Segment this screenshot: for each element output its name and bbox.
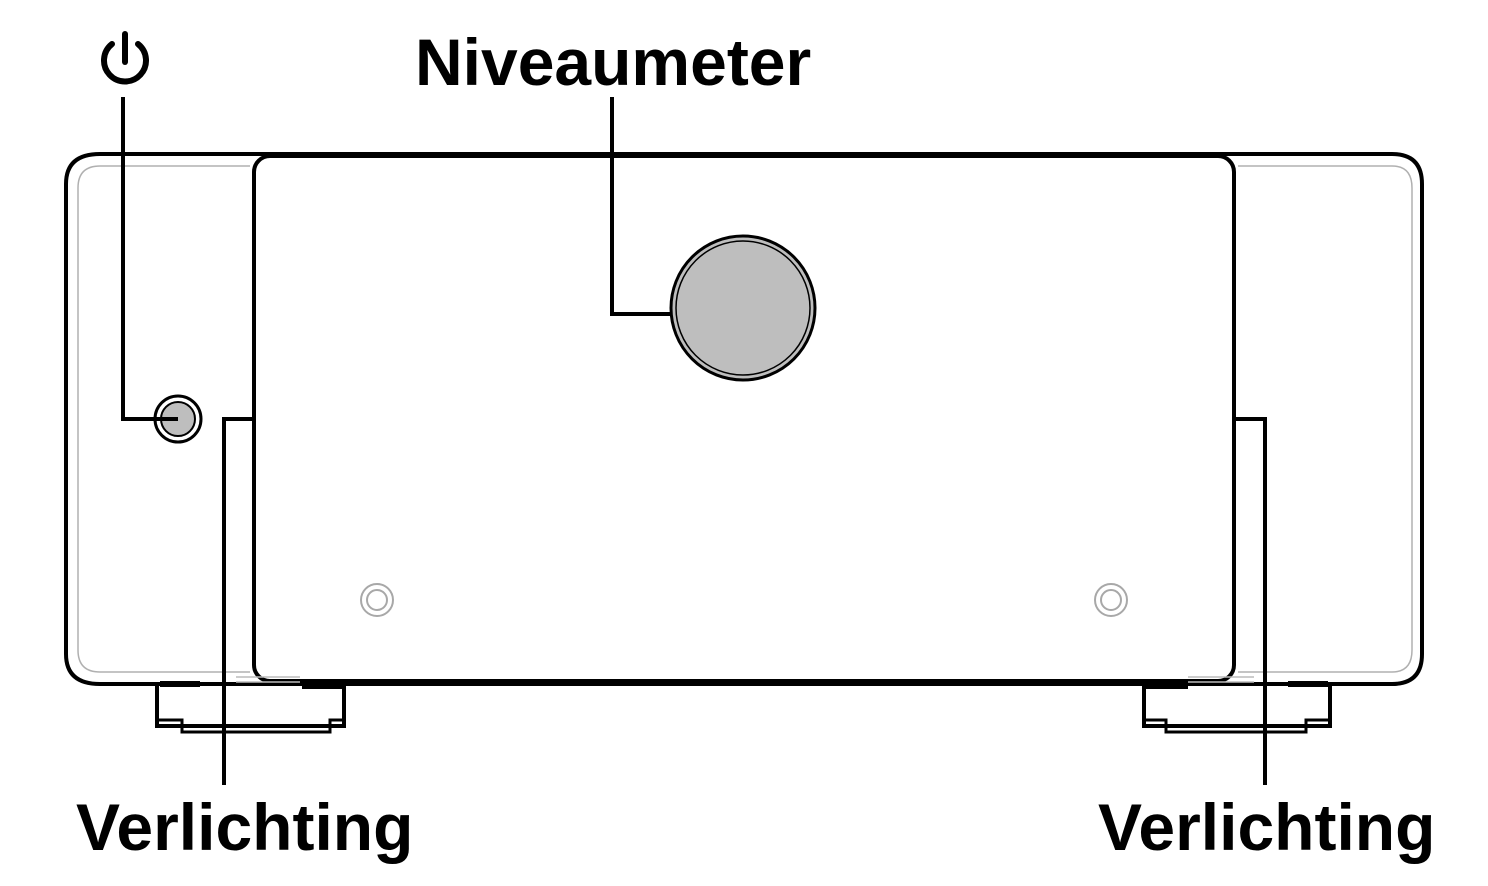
power-leader-line bbox=[121, 97, 178, 421]
level-meter-label: Niveaumeter bbox=[415, 25, 811, 99]
lighting-left-leader-line bbox=[222, 417, 254, 785]
foot-right bbox=[1142, 676, 1332, 734]
screw-icon bbox=[360, 583, 394, 617]
screw-icon bbox=[1094, 583, 1128, 617]
lighting-left-label: Verlichting bbox=[76, 790, 413, 864]
power-icon bbox=[101, 31, 149, 85]
level-meter-dial bbox=[669, 234, 817, 382]
lighting-right-label: Verlichting bbox=[1098, 790, 1435, 864]
lighting-right-leader-line bbox=[1234, 417, 1267, 785]
level-meter-leader-line bbox=[610, 97, 671, 316]
foot-left bbox=[155, 676, 346, 734]
